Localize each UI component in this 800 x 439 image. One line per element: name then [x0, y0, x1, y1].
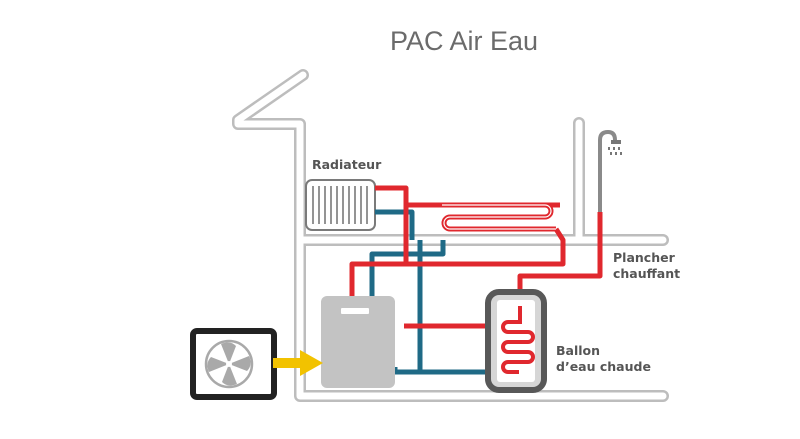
- floor-heating-label-line1: Plancher: [613, 250, 676, 265]
- floor-heating-coil: [442, 204, 556, 230]
- heat-flow-arrow-icon: [273, 350, 323, 376]
- diagram-title: PAC Air Eau: [389, 26, 539, 56]
- house-outline: [232, 69, 669, 402]
- floor-heating-label-line2: chauffant: [613, 266, 680, 281]
- tank-label-line2: d’eau chaude: [556, 359, 651, 374]
- fan-icon: [204, 339, 254, 389]
- tank-label-line1: Ballon: [556, 343, 600, 358]
- heat-pump-indoor-unit: [321, 296, 395, 388]
- outdoor-unit: [190, 328, 277, 400]
- radiator-label: Radiateur: [312, 157, 382, 172]
- hot-water-tank: [485, 289, 547, 393]
- shower-icon: [598, 129, 622, 212]
- radiator: [305, 179, 376, 231]
